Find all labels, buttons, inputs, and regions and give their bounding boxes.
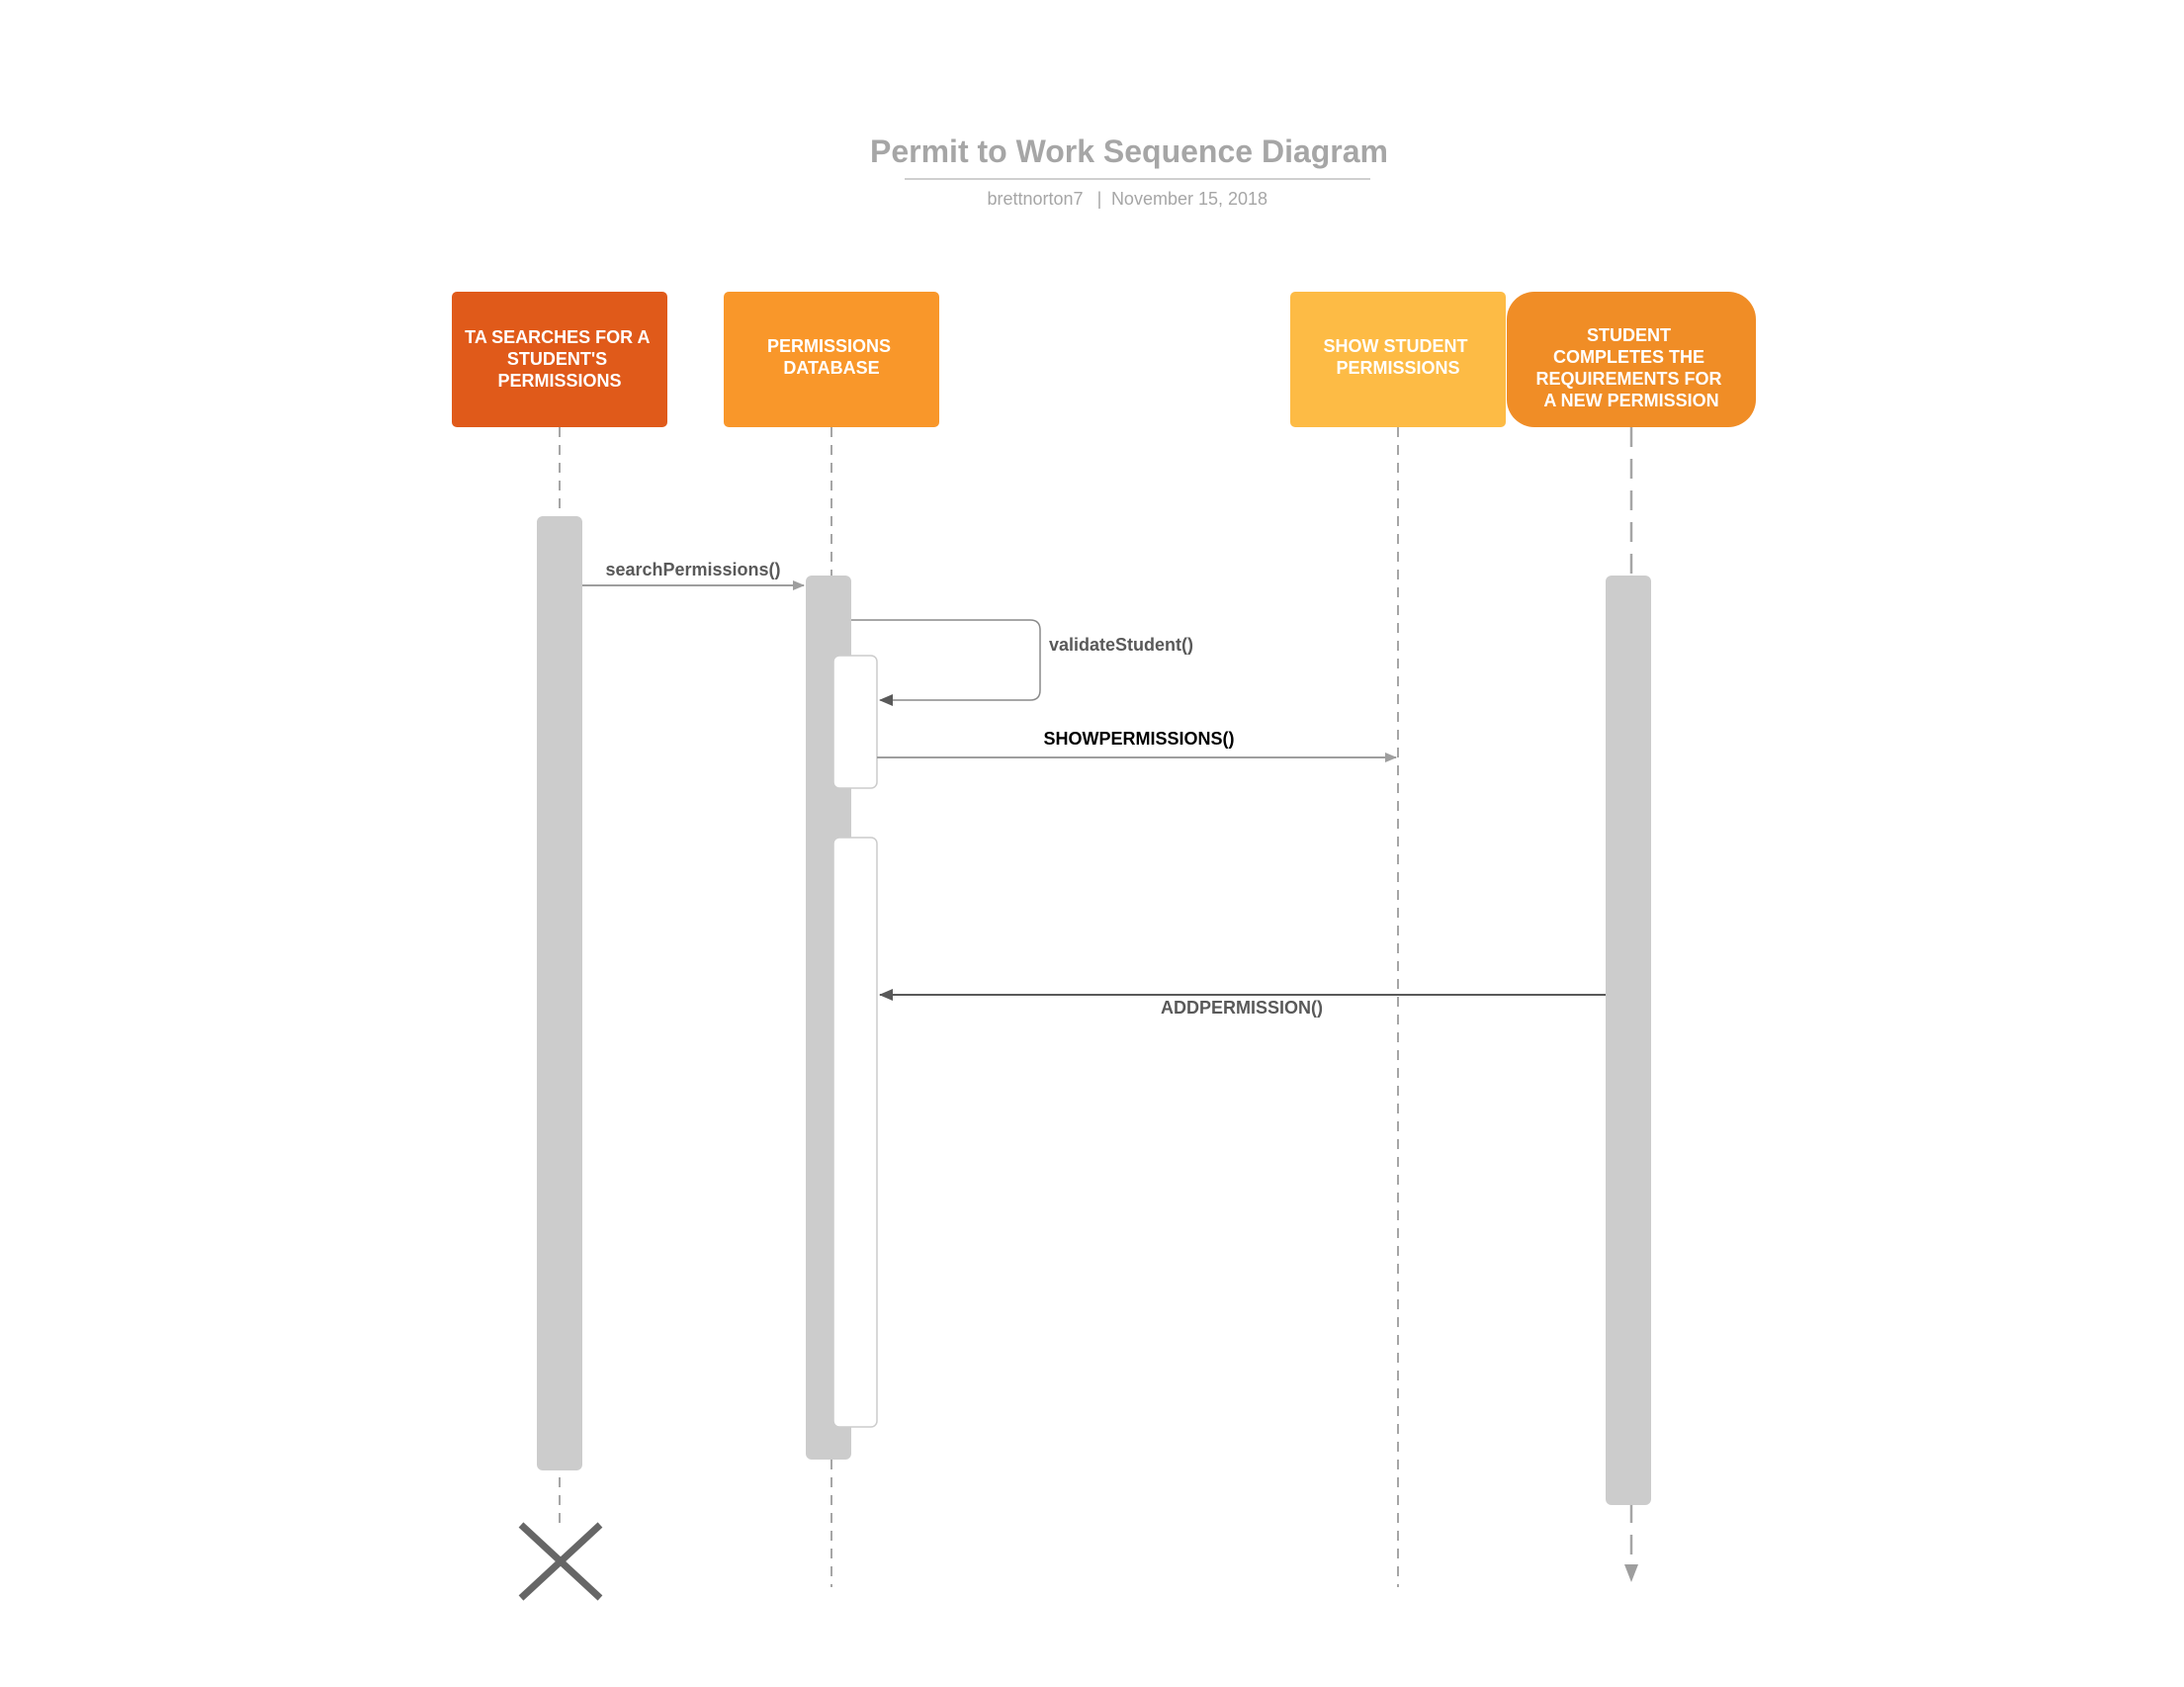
activation-db-nested-1 — [832, 655, 878, 789]
svg-text:STUDENT COMPLETES THE: STUDENT COMPLETES THE REQUIREMENTS FOR A… — [1535, 325, 1726, 410]
activation-ta — [537, 516, 582, 1470]
svg-text:SHOW STUDENT PERMISSIONS: SHOW STUDENT PERMISSIONS — [1323, 336, 1472, 378]
actor-show-line-2: PERMISSIONS — [1336, 358, 1459, 378]
actor-student-line-4: A NEW PERMISSION — [1543, 391, 1718, 410]
message-validate[interactable]: validateStudent() — [851, 619, 1193, 706]
actor-student-line-2: COMPLETES THE — [1553, 347, 1704, 367]
actor-db[interactable]: PERMISSIONS DATABASE — [724, 292, 939, 427]
actor-db-line-1: PERMISSIONS — [767, 336, 891, 356]
actor-student[interactable]: STUDENT COMPLETES THE REQUIREMENTS FOR A… — [1507, 292, 1756, 427]
author: brettnorton7 — [987, 189, 1083, 209]
actor-ta-line-1: TA SEARCHES FOR A — [465, 327, 650, 347]
actor-db-line-2: DATABASE — [783, 358, 879, 378]
message-add[interactable]: ADDPERMISSION() — [879, 989, 1606, 1018]
message-add-label: ADDPERMISSION() — [1161, 998, 1323, 1018]
svg-text:TA SEARCHES FOR A STUDEN: TA SEARCHES FOR A STUDENT'S PERMISSIONS — [465, 327, 655, 391]
actor-show[interactable]: SHOW STUDENT PERMISSIONS — [1290, 292, 1506, 427]
date: November 15, 2018 — [1111, 189, 1267, 209]
svg-text:PERMISSIONS DATABASE: PERMISSIONS DATABASE — [767, 336, 896, 378]
activation-db-nested-2 — [832, 837, 878, 1428]
message-search[interactable]: searchPermissions() — [582, 560, 805, 590]
actor-student-line-3: REQUIREMENTS FOR — [1535, 369, 1721, 389]
x-destroy-icon — [518, 1522, 603, 1601]
message-validate-label: validateStudent() — [1049, 635, 1193, 655]
message-show[interactable]: SHOWPERMISSIONS() — [877, 729, 1397, 762]
actor-ta-line-2: STUDENT'S — [507, 349, 607, 369]
activation-student — [1606, 576, 1651, 1505]
meta-separator: | — [1097, 189, 1102, 209]
lifeline-continue-arrow-icon — [1624, 1564, 1638, 1582]
actor-show-line-1: SHOW STUDENT — [1323, 336, 1467, 356]
message-search-label: searchPermissions() — [605, 560, 780, 579]
actor-ta[interactable]: TA SEARCHES FOR A STUDENT'S PERMISSIONS — [452, 292, 667, 427]
actor-ta-line-3: PERMISSIONS — [497, 371, 621, 391]
actor-student-line-1: STUDENT — [1587, 325, 1671, 345]
message-show-label: SHOWPERMISSIONS() — [1043, 729, 1234, 749]
page-title: Permit to Work Sequence Diagram — [870, 133, 1388, 169]
